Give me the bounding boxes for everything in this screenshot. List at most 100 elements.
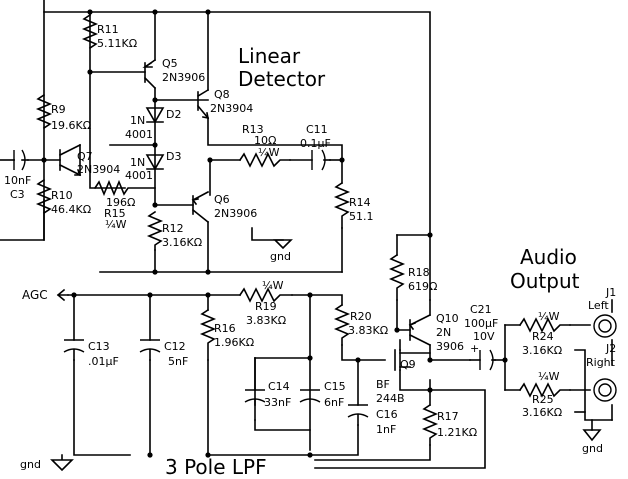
r19-resistor xyxy=(238,287,293,303)
c14-capacitor xyxy=(244,357,266,421)
r20-value: 3.83KΩ xyxy=(348,324,388,337)
c21-value: 100μF xyxy=(464,317,498,330)
agc-arrow xyxy=(56,288,69,302)
q5-value: 2N3906 xyxy=(162,71,205,84)
r16-resistor xyxy=(199,308,217,361)
q10-transistor xyxy=(408,313,432,347)
q6-transistor xyxy=(191,190,210,224)
q10-part1: 2N xyxy=(436,326,451,339)
r10-value: 46.4KΩ xyxy=(51,203,91,216)
jack-j1 xyxy=(593,314,617,338)
q10-part2: 3906 xyxy=(436,340,464,353)
q7-label: Q7 xyxy=(77,150,93,163)
r16-value: 1.96KΩ xyxy=(214,336,254,349)
grounds xyxy=(50,239,602,472)
r11-value: 5.11KΩ xyxy=(97,37,137,50)
q8-value: 2N3904 xyxy=(210,102,253,115)
d2-part2: 4001 xyxy=(125,128,153,141)
r14-label: R14 xyxy=(349,196,371,209)
r24-label: R24 xyxy=(532,330,554,343)
c13-label: C13 xyxy=(88,340,110,353)
wires xyxy=(0,0,613,469)
c14-label: C14 xyxy=(268,380,290,393)
d3-part1: 1N xyxy=(130,156,145,169)
c12-capacitor xyxy=(139,339,161,361)
gnd-bottom-symbol xyxy=(50,454,74,472)
c21-label: C21 xyxy=(470,303,492,316)
q5-label: Q5 xyxy=(162,57,178,70)
d3-label: D3 xyxy=(166,150,181,163)
j2-label: J2 xyxy=(605,342,616,355)
agc-label: AGC xyxy=(22,288,48,302)
transistors xyxy=(58,58,432,371)
c16-label: C16 xyxy=(376,408,398,421)
c15-value: 6nF xyxy=(324,396,344,409)
d2-label: D2 xyxy=(166,108,181,121)
title-audio-line1: Audio xyxy=(520,245,577,269)
r15-label: R15 xyxy=(104,207,126,220)
c15-label: C15 xyxy=(324,380,346,393)
d3-part2: 4001 xyxy=(125,169,153,182)
j1-label: J1 xyxy=(605,286,616,299)
r16-label: R16 xyxy=(214,322,236,335)
r10-resistor xyxy=(35,178,53,215)
r24-value: 3.16KΩ xyxy=(522,344,562,357)
r13-resistor xyxy=(238,152,291,168)
r25-resistor xyxy=(518,382,571,398)
r18-label: R18 xyxy=(408,266,430,279)
title-detector-line1: Linear xyxy=(238,44,301,68)
diodes xyxy=(145,107,165,171)
r25-power: ¼W xyxy=(538,370,560,383)
c11-label: C11 xyxy=(306,123,328,136)
c12-value: 5nF xyxy=(168,355,188,368)
q9-transistor xyxy=(394,349,431,371)
title-audio-line2: Output xyxy=(510,269,580,293)
gnd-right-symbol xyxy=(582,429,602,442)
c3-label: C3 xyxy=(10,188,25,201)
r15-value: 196Ω xyxy=(106,196,135,209)
r17-value: 1.21KΩ xyxy=(437,426,477,439)
r19-power: ¼W xyxy=(262,279,284,292)
c21-capacitor xyxy=(479,349,496,371)
c13-value: .01μF xyxy=(88,355,119,368)
r19-value: 3.83KΩ xyxy=(246,314,286,327)
q9-part1: BF xyxy=(376,378,390,391)
r17-label: R17 xyxy=(437,410,459,423)
r14-value: 51.1 xyxy=(349,210,374,223)
title-detector-line2: Detector xyxy=(238,67,326,91)
gnd-mid-symbol xyxy=(273,239,293,250)
gnd-mid-label: gnd xyxy=(270,250,291,263)
r14-resistor xyxy=(333,181,351,229)
r13-power: ¼W xyxy=(258,146,280,159)
c16-value: 1nF xyxy=(376,423,396,436)
j1-name: Left xyxy=(588,299,609,312)
c3-value: 10nF xyxy=(4,174,31,187)
r18-resistor xyxy=(388,253,406,301)
r24-resistor xyxy=(518,317,571,333)
q9-part2: 244B xyxy=(376,392,405,405)
capacitors xyxy=(13,149,496,426)
r9-label: R9 xyxy=(51,103,66,116)
d3-diode xyxy=(145,154,165,171)
q9-label: Q9 xyxy=(400,358,416,371)
gnd-right-label: gnd xyxy=(582,442,603,455)
c11-capacitor xyxy=(311,149,331,171)
r13-value: 10Ω xyxy=(254,134,276,147)
r20-resistor xyxy=(333,303,351,346)
jack-j2 xyxy=(593,378,617,402)
c16-capacitor xyxy=(347,404,369,426)
r15-resistor xyxy=(93,179,156,197)
title-lpf: 3 Pole LPF xyxy=(165,455,267,479)
r17-resistor xyxy=(421,403,439,446)
r12-resistor xyxy=(146,210,164,251)
resistors xyxy=(35,13,571,446)
r25-value: 3.16KΩ xyxy=(522,406,562,419)
gnd-bottom-label: gnd xyxy=(20,458,41,471)
c15-capacitor xyxy=(299,389,321,403)
q5-transistor xyxy=(142,58,157,90)
d2-diode xyxy=(145,107,165,124)
r20-label: R20 xyxy=(350,310,372,323)
q6-value: 2N3906 xyxy=(214,207,257,220)
c13-capacitor xyxy=(63,339,85,361)
